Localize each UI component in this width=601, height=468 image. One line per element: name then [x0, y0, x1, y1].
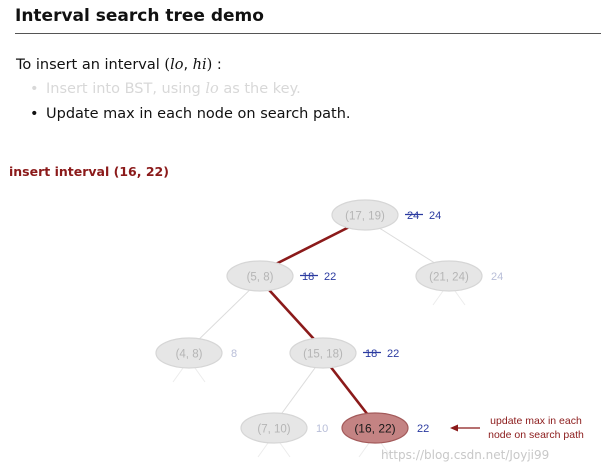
- node-interval-label: (17, 19): [345, 211, 385, 223]
- arrow-left-icon: [450, 424, 458, 432]
- tree-node: (4, 8) 8: [155, 337, 237, 369]
- search-path-edge: [321, 356, 377, 425]
- intro-rparen: ): [206, 57, 213, 73]
- null-link-stubs: [172, 290, 466, 458]
- tree-node: (21, 24) 24: [415, 260, 503, 292]
- node-ellipse: [331, 199, 399, 231]
- bullet-insert-key: lo: [205, 81, 219, 97]
- node-interval-label: (7, 10): [257, 424, 290, 436]
- update-max-annotation: update max in each node on search path: [450, 415, 584, 441]
- intro-lo: lo: [170, 57, 184, 73]
- node-interval-label: (16, 22): [354, 422, 395, 436]
- tree-node: (7, 10) 10: [240, 412, 328, 444]
- intro-lparen: (: [164, 57, 171, 73]
- node-interval-label: (15, 18): [303, 349, 343, 361]
- node-max-value: 24: [491, 271, 503, 283]
- null-link-stub: [380, 442, 392, 458]
- node-ellipse: [240, 412, 308, 444]
- old-max-value: 18: [365, 348, 377, 360]
- node-max-value: 8: [231, 348, 237, 360]
- annotation-line-2: node on search path: [488, 429, 584, 441]
- node-interval-label: (21, 24): [429, 272, 469, 284]
- node-max-value: 10: [316, 423, 328, 435]
- null-link-stub: [257, 442, 269, 458]
- intro-colon: :: [212, 57, 222, 73]
- null-link-stub: [194, 367, 206, 383]
- null-link-stub: [454, 290, 466, 306]
- node-max-value: 22: [417, 423, 429, 435]
- tree-edge: [188, 279, 261, 350]
- old-max-value: 18: [302, 271, 314, 283]
- search-path-edge: [259, 279, 324, 350]
- null-link-stub: [358, 442, 370, 458]
- node-ellipse: [415, 260, 483, 292]
- bullet-insert-prefix: Insert into BST, using: [46, 81, 206, 97]
- watermark: https://blog.csdn.net/Joyji99: [381, 448, 550, 462]
- bullet-insert-suffix: as the key.: [218, 81, 301, 97]
- null-link-stub: [172, 367, 184, 383]
- inserted-node-ellipse: [341, 412, 409, 444]
- bullet-update-max: • Update max in each node on search path.: [30, 106, 351, 122]
- null-link-stub: [432, 290, 444, 306]
- inserted-node: (16, 22) 22: [341, 412, 429, 444]
- node-max-value: 22: [387, 348, 399, 360]
- null-link-stub: [279, 442, 291, 458]
- intro-comma: ,: [183, 57, 193, 73]
- intro-prefix: To insert an interval: [16, 57, 165, 73]
- node-interval-label: (5, 8): [247, 272, 274, 284]
- bullet-dot: •: [30, 81, 39, 97]
- title-divider: [15, 33, 601, 34]
- node-ellipse: [226, 260, 294, 292]
- bullet-update-text: Update max in each node on search path.: [46, 106, 351, 122]
- node-max-value: 22: [324, 271, 336, 283]
- node-max-value: 24: [429, 210, 441, 222]
- node-ellipse: [289, 337, 357, 369]
- tree-node: (15, 18) 18 22: [289, 337, 399, 369]
- slide-title: Interval search tree demo: [15, 6, 264, 26]
- intro-hi: hi: [192, 57, 207, 73]
- node-ellipse: [155, 337, 223, 369]
- bullet-dot: •: [30, 106, 39, 122]
- tree-node: (5, 8) 18 22: [226, 260, 336, 292]
- node-interval-label: (4, 8): [176, 349, 203, 361]
- tree-node: (17, 19) 24 24: [331, 199, 441, 231]
- step-label: insert interval (16, 22): [9, 164, 169, 179]
- intro-text: To insert an interval (lo, hi) :: [16, 57, 222, 73]
- annotation-line-1: update max in each: [490, 415, 582, 427]
- old-max-value: 24: [407, 210, 419, 222]
- bullet-insert-bst: • Insert into BST, using lo as the key.: [30, 81, 301, 97]
